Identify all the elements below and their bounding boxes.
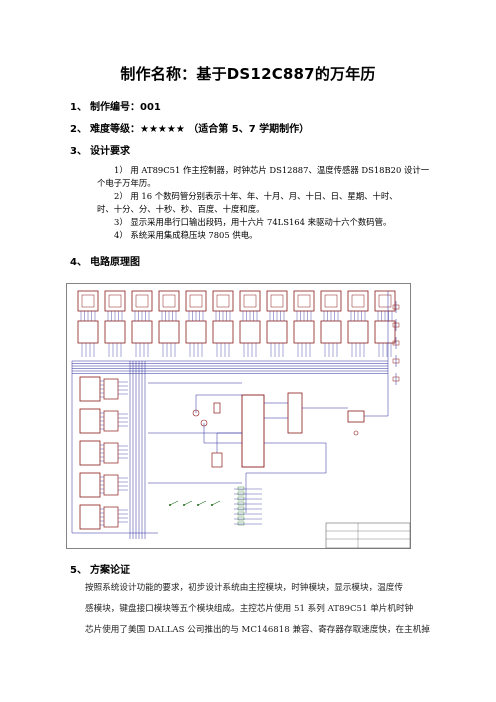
circuit-schematic bbox=[66, 283, 411, 549]
keypad-interface bbox=[169, 486, 262, 526]
crystal-oscillator bbox=[192, 402, 221, 427]
regulator-block bbox=[347, 410, 365, 436]
section-label: 制作编号：001 bbox=[90, 102, 161, 113]
microcontroller-chip bbox=[241, 392, 303, 468]
section-number: 4、 bbox=[70, 257, 87, 268]
section-heading-4: 4、电路原理图 bbox=[70, 253, 140, 268]
shift-register-column bbox=[79, 376, 128, 530]
section-label: 难度等级：★★★★★ （适合第 5、7 学期制作） bbox=[90, 124, 310, 135]
requirement-line: 4） 系统采用集成稳压块 7805 供电。 bbox=[114, 230, 258, 240]
requirement-line: 2） 用 16 个数码管分别表示十年、年、十月、月、十日、日、星期、十时、 bbox=[114, 191, 398, 201]
section-heading-5: 5、方案论证 bbox=[70, 561, 130, 576]
section-heading-3: 3、设计要求 bbox=[70, 142, 130, 157]
section-label: 设计要求 bbox=[90, 146, 130, 157]
requirement-line: 个电子万年历。 bbox=[97, 178, 156, 188]
status-led-column bbox=[392, 301, 400, 385]
section-label: 电路原理图 bbox=[90, 257, 140, 268]
section-number: 2、 bbox=[70, 124, 87, 135]
temperature-sensor bbox=[211, 452, 223, 468]
scheme-paragraph-line: 感模块，键盘接口模块等五个模块组成。主控芯片使用 51 系列 AT89C51 单… bbox=[85, 604, 414, 614]
seven-segment-display-row bbox=[77, 290, 396, 357]
section-heading-1: 1、制作编号：001 bbox=[70, 98, 161, 113]
document-title: 制作名称：基于DS12C887的万年历 bbox=[120, 65, 376, 83]
scheme-paragraph-line: 按照系统设计功能的要求，初步设计系统由主控模块，时钟模块，显示模块，温度传 bbox=[85, 583, 403, 593]
requirement-line: 3） 显示采用串行口输出段码，用十六片 74LS164 来驱动十六个数码管。 bbox=[114, 217, 392, 227]
title-block bbox=[325, 522, 411, 549]
section-number: 5、 bbox=[70, 565, 87, 576]
section-label: 方案论证 bbox=[90, 565, 130, 576]
requirement-line: 时、十分、分、十秒、秒、百度、十度和度。 bbox=[97, 204, 265, 214]
requirement-line: 1） 用 AT89C51 作主控制器，时钟芯片 DS12887、温度传感器 DS… bbox=[114, 165, 430, 175]
scheme-paragraph-line: 芯片使用了美国 DALLAS 公司推出的与 MC146818 兼容、寄存器存取速… bbox=[85, 625, 430, 635]
section-number: 1、 bbox=[70, 102, 87, 113]
section-number: 3、 bbox=[70, 146, 87, 157]
section-heading-2: 2、难度等级：★★★★★ （适合第 5、7 学期制作） bbox=[70, 120, 309, 135]
